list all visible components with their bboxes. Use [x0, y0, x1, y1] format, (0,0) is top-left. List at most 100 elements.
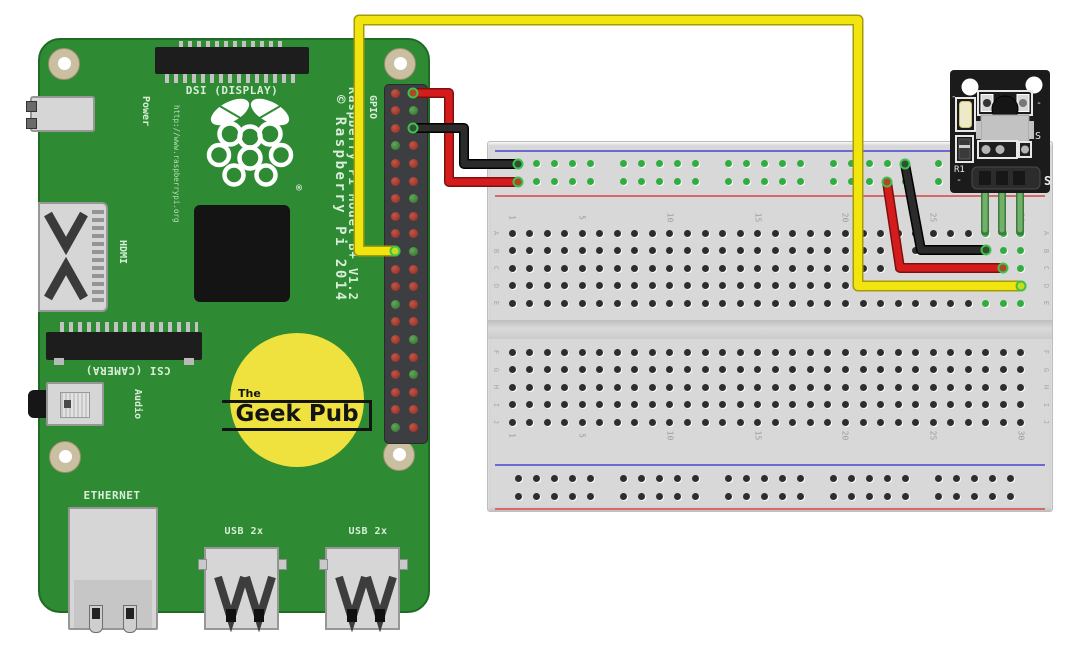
breadboard-hole[interactable] — [508, 401, 516, 408]
breadboard-hole[interactable] — [586, 177, 594, 185]
breadboard-hole[interactable] — [894, 401, 902, 408]
breadboard-hole[interactable] — [883, 492, 891, 500]
breadboard-hole[interactable] — [806, 418, 814, 426]
breadboard-hole[interactable] — [578, 264, 586, 272]
breadboard-hole[interactable] — [865, 177, 873, 185]
breadboard-hole[interactable] — [578, 401, 586, 408]
breadboard-hole[interactable] — [613, 383, 621, 391]
breadboard-hole[interactable] — [637, 492, 645, 500]
breadboard-hole[interactable] — [947, 366, 955, 373]
breadboard-hole[interactable] — [859, 247, 867, 254]
gpio-pin[interactable] — [390, 106, 400, 116]
breadboard-hole[interactable] — [929, 418, 937, 426]
breadboard-hole[interactable] — [999, 383, 1007, 391]
breadboard-hole[interactable] — [859, 264, 867, 272]
breadboard-hole[interactable] — [970, 492, 978, 500]
gpio-pin[interactable] — [408, 370, 418, 380]
breadboard-hole[interactable] — [754, 401, 762, 408]
breadboard-hole[interactable] — [736, 282, 744, 289]
breadboard-hole[interactable] — [982, 366, 990, 373]
breadboard-hole[interactable] — [578, 383, 586, 391]
breadboard-hole[interactable] — [673, 177, 681, 185]
gpio-pin[interactable] — [390, 387, 400, 397]
breadboard-hole[interactable] — [648, 401, 656, 408]
breadboard-hole[interactable] — [526, 282, 534, 289]
breadboard-hole[interactable] — [806, 366, 814, 373]
gpio-pin[interactable] — [408, 123, 418, 133]
breadboard-hole[interactable] — [964, 264, 972, 272]
breadboard-hole[interactable] — [666, 264, 674, 272]
breadboard-hole[interactable] — [586, 492, 594, 500]
breadboard-hole[interactable] — [736, 383, 744, 391]
breadboard-hole[interactable] — [877, 229, 885, 237]
breadboard-hole[interactable] — [701, 401, 709, 408]
breadboard-hole[interactable] — [701, 282, 709, 289]
breadboard-hole[interactable] — [947, 264, 955, 272]
gpio-pin[interactable] — [408, 88, 418, 98]
gpio-pin[interactable] — [390, 141, 400, 151]
breadboard-hole[interactable] — [847, 474, 855, 482]
breadboard-hole[interactable] — [508, 383, 516, 391]
breadboard-hole[interactable] — [789, 383, 797, 391]
breadboard-hole[interactable] — [883, 177, 891, 185]
breadboard-hole[interactable] — [631, 299, 639, 307]
gpio-pin[interactable] — [408, 194, 418, 204]
breadboard-hole[interactable] — [894, 282, 902, 289]
breadboard-hole[interactable] — [736, 229, 744, 237]
breadboard-hole[interactable] — [631, 383, 639, 391]
breadboard-hole[interactable] — [526, 366, 534, 373]
breadboard-hole[interactable] — [796, 177, 804, 185]
breadboard-hole[interactable] — [778, 177, 786, 185]
breadboard-hole[interactable] — [736, 348, 744, 356]
breadboard-hole[interactable] — [982, 418, 990, 426]
breadboard-hole[interactable] — [526, 247, 534, 254]
breadboard-hole[interactable] — [655, 177, 663, 185]
breadboard-hole[interactable] — [719, 264, 727, 272]
breadboard-hole[interactable] — [724, 474, 732, 482]
breadboard-hole[interactable] — [929, 247, 937, 254]
breadboard-hole[interactable] — [526, 418, 534, 426]
breadboard-hole[interactable] — [578, 366, 586, 373]
breadboard-hole[interactable] — [883, 159, 891, 167]
breadboard-hole[interactable] — [1017, 299, 1025, 307]
breadboard-hole[interactable] — [691, 177, 699, 185]
breadboard-hole[interactable] — [859, 299, 867, 307]
breadboard-hole[interactable] — [912, 383, 920, 391]
breadboard-hole[interactable] — [1017, 401, 1025, 408]
breadboard-hole[interactable] — [736, 264, 744, 272]
breadboard-hole[interactable] — [526, 401, 534, 408]
breadboard-hole[interactable] — [724, 159, 732, 167]
breadboard-hole[interactable] — [999, 247, 1007, 254]
gpio-pin[interactable] — [390, 405, 400, 415]
breadboard-hole[interactable] — [901, 474, 909, 482]
breadboard-hole[interactable] — [841, 383, 849, 391]
breadboard-hole[interactable] — [934, 474, 942, 482]
breadboard-hole[interactable] — [561, 299, 569, 307]
breadboard-hole[interactable] — [754, 418, 762, 426]
breadboard-hole[interactable] — [970, 474, 978, 482]
gpio-pin[interactable] — [390, 334, 400, 344]
gpio-pin[interactable] — [408, 317, 418, 327]
breadboard-hole[interactable] — [596, 401, 604, 408]
breadboard-hole[interactable] — [841, 418, 849, 426]
gpio-pin[interactable] — [390, 422, 400, 432]
breadboard-hole[interactable] — [736, 247, 744, 254]
breadboard-hole[interactable] — [824, 366, 832, 373]
breadboard-hole[interactable] — [806, 229, 814, 237]
gpio-pin[interactable] — [390, 264, 400, 274]
breadboard-hole[interactable] — [894, 299, 902, 307]
breadboard-hole[interactable] — [883, 474, 891, 482]
breadboard-hole[interactable] — [613, 418, 621, 426]
breadboard-hole[interactable] — [929, 264, 937, 272]
breadboard-hole[interactable] — [684, 282, 691, 289]
breadboard-hole[interactable] — [806, 401, 814, 408]
breadboard-hole[interactable] — [778, 474, 786, 482]
breadboard-hole[interactable] — [789, 418, 797, 426]
breadboard-hole[interactable] — [999, 299, 1007, 307]
breadboard-hole[interactable] — [701, 229, 709, 237]
gpio-pin[interactable] — [390, 317, 400, 327]
breadboard-hole[interactable] — [894, 264, 902, 272]
breadboard-hole[interactable] — [789, 401, 797, 408]
breadboard-hole[interactable] — [619, 492, 627, 500]
breadboard-hole[interactable] — [631, 264, 639, 272]
